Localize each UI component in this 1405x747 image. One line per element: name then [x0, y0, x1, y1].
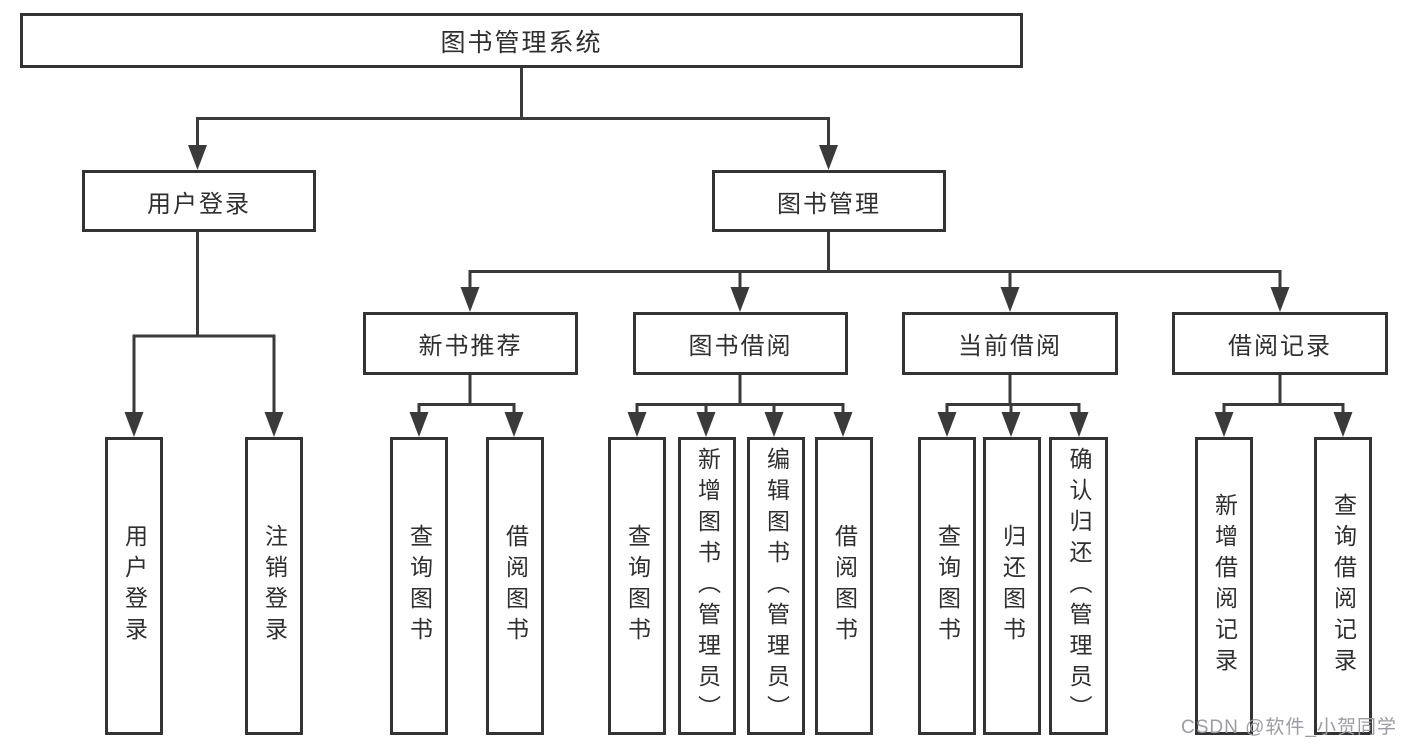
arrowhead-icon	[937, 412, 957, 437]
arrowhead-icon	[764, 412, 784, 437]
arrowhead-icon	[1000, 287, 1020, 312]
leaf-edit-books-admin: 编辑图书（管理员）	[747, 437, 805, 735]
arrowhead-icon	[819, 145, 838, 170]
leaf-label: 编辑图书（管理员）	[763, 446, 790, 726]
arrowhead-icon	[1333, 412, 1353, 437]
connector-bookborrow-to-leaves	[627, 375, 853, 437]
arrowhead-icon	[264, 412, 284, 437]
node-root-title: 图书管理系统	[20, 13, 1023, 68]
leaf-label: 查询图书	[934, 524, 961, 648]
leaf-user-login: 用户登录	[105, 437, 163, 735]
node-current-borrow: 当前借阅	[902, 312, 1118, 375]
leaf-label: 新增借阅记录	[1211, 493, 1238, 679]
leaf-confirm-return-admin: 确认归还（管理员）	[1049, 437, 1108, 735]
leaf-label: 归还图书	[999, 524, 1026, 648]
arrowhead-icon	[627, 412, 647, 437]
arrowhead-icon	[188, 145, 207, 170]
arrowhead-icon	[1270, 287, 1290, 312]
connector-root-to-level2	[188, 68, 838, 170]
arrowhead-icon	[696, 412, 716, 437]
leaf-borrow-books-2: 借阅图书	[815, 437, 873, 735]
node-book-management: 图书管理	[712, 170, 946, 232]
arrowhead-icon	[833, 412, 853, 437]
node-user-login: 用户登录	[82, 170, 316, 232]
arrowhead-icon	[124, 412, 144, 437]
arrowhead-icon	[409, 412, 429, 437]
arrowhead-icon	[730, 287, 750, 312]
leaf-label: 借阅图书	[831, 524, 858, 648]
connector-currentborrow-to-leaves	[937, 375, 1089, 437]
leaf-label: 查询图书	[624, 524, 651, 648]
leaf-borrow-books-1: 借阅图书	[486, 437, 544, 735]
leaf-label: 借阅图书	[502, 524, 529, 648]
leaf-label: 用户登录	[121, 524, 148, 648]
leaf-query-books-2: 查询图书	[608, 437, 666, 735]
arrowhead-icon	[504, 412, 524, 437]
leaf-label: 注销登录	[261, 524, 288, 648]
leaf-label: 确认归还（管理员）	[1066, 446, 1092, 726]
leaf-add-borrow-record: 新增借阅记录	[1195, 437, 1253, 735]
arrowhead-icon	[1069, 412, 1089, 437]
arrowhead-icon	[1001, 412, 1021, 437]
leaf-add-books-admin: 新增图书（管理员）	[678, 437, 736, 735]
node-book-borrow: 图书借阅	[633, 312, 848, 375]
connector-userlogin-to-leaves	[124, 232, 284, 437]
connector-borrowrecord-to-leaves	[1214, 375, 1353, 437]
connector-bookmgmt-to-level3	[460, 232, 1290, 312]
arrowhead-icon	[460, 287, 480, 312]
leaf-query-borrow-record: 查询借阅记录	[1314, 437, 1372, 735]
arrowhead-icon	[1214, 412, 1234, 437]
leaf-label: 查询借阅记录	[1330, 493, 1357, 679]
csdn-watermark: CSDN @软件_小贺同学	[1181, 717, 1397, 738]
connector-newbooks-to-leaves	[409, 375, 524, 437]
node-new-book-recommend: 新书推荐	[363, 312, 578, 375]
node-borrow-record: 借阅记录	[1172, 312, 1388, 375]
leaf-logout: 注销登录	[245, 437, 303, 735]
leaf-query-books-3: 查询图书	[918, 437, 976, 735]
leaf-query-books-1: 查询图书	[390, 437, 448, 735]
leaf-label: 查询图书	[406, 524, 433, 648]
leaf-label: 新增图书（管理员）	[694, 446, 721, 726]
leaf-return-books: 归还图书	[983, 437, 1041, 735]
